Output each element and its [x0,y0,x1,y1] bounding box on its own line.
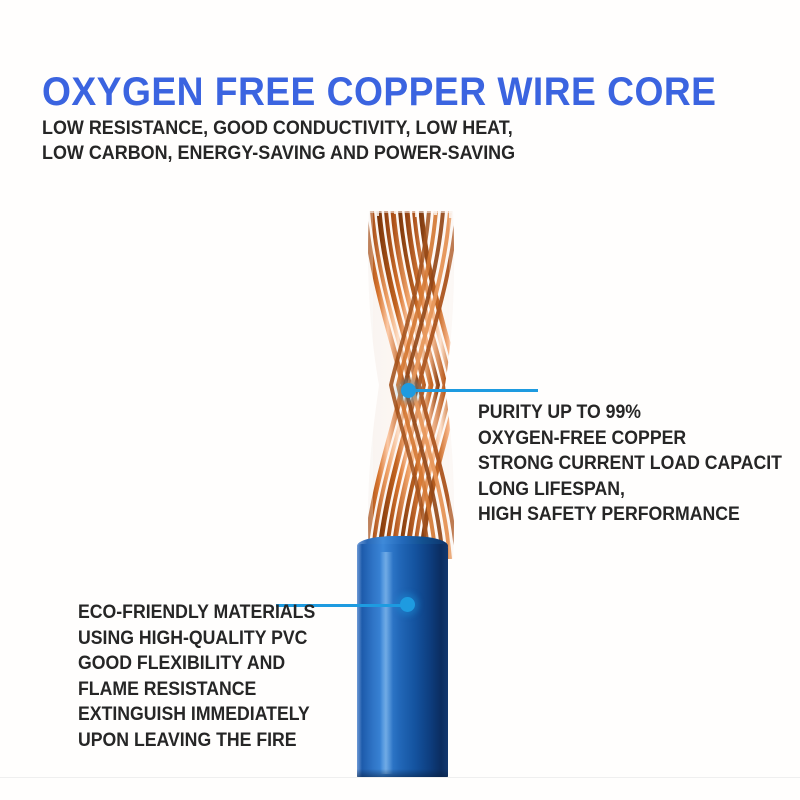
annotation-jacket-line-1: ECO-FRIENDLY MATERIALS [78,602,316,623]
annotation-jacket-line-2: USING HIGH-QUALITY PVC [78,627,308,649]
annotation-copper-line-4: LONG LIFESPAN, [478,478,625,500]
leader-dot-jacket [400,597,415,612]
blue-pvc-jacket [357,544,448,777]
annotation-copper-core: PURITY UP TO 99% OXYGEN-FREE COPPER STRO… [478,400,782,528]
subtitle-line-1: LOW RESISTANCE, GOOD CONDUCTIVITY, LOW H… [42,117,513,139]
bottom-divider [0,777,800,778]
page-subtitle: LOW RESISTANCE, GOOD CONDUCTIVITY, LOW H… [42,116,515,166]
annotation-copper-line-5: HIGH SAFETY PERFORMANCE [478,504,740,525]
jacket-highlight [380,552,393,774]
annotation-jacket-line-3: GOOD FLEXIBILITY AND [78,653,286,674]
leader-line-jacket [276,604,406,607]
subtitle-line-2: LOW CARBON, ENERGY-SAVING AND POWER-SAVI… [42,142,516,164]
annotation-jacket-line-6: UPON LEAVING THE FIRE [78,729,297,751]
annotation-copper-line-3: STRONG CURRENT LOAD CAPACIT [478,453,782,474]
annotation-jacket-line-4: FLAME RESISTANCE [78,678,257,700]
annotation-jacket-line-5: EXTINGUISH IMMEDIATELY [78,704,310,725]
annotation-pvc-jacket: ECO-FRIENDLY MATERIALS USING HIGH-QUALIT… [78,600,315,753]
leader-line-copper [414,389,538,392]
page-title: OXYGEN FREE COPPER WIRE CORE [42,70,717,114]
annotation-copper-line-2: OXYGEN-FREE COPPER [478,427,687,449]
leader-dot-copper [401,383,416,398]
annotation-copper-line-1: PURITY UP TO 99% [478,402,642,423]
jacket-bottom-shadow [357,769,448,778]
